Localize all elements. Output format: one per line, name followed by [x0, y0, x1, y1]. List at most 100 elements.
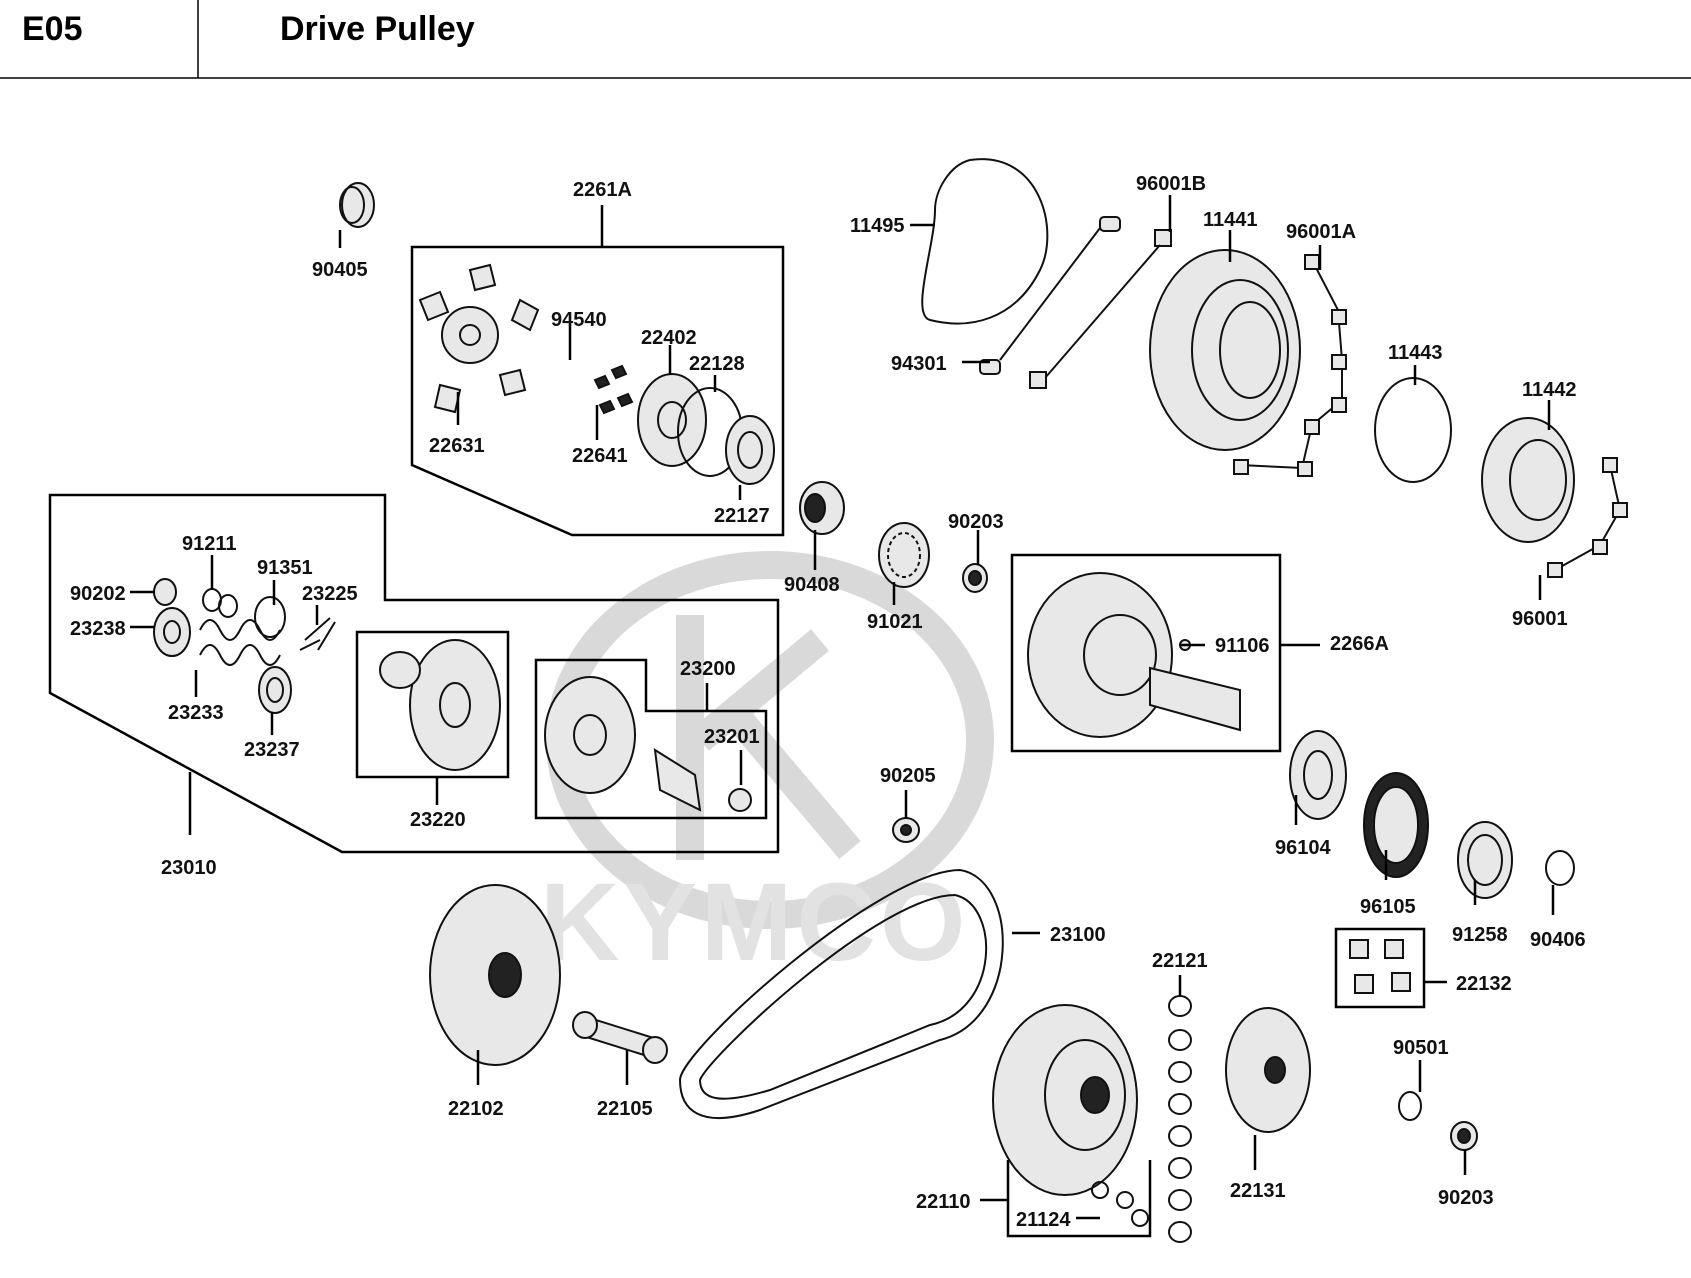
page-header: E05 Drive Pulley [0, 0, 1691, 79]
label-22131: 22131 [1230, 1180, 1286, 1202]
part-23233-spring [199, 619, 281, 666]
label-22127: 22127 [714, 505, 770, 527]
label-11443: 11443 [1388, 342, 1443, 364]
part-22105-collar [572, 1011, 668, 1064]
part-22402 [637, 373, 707, 467]
label-90408: 90408 [784, 574, 840, 596]
label-94301: 94301 [891, 353, 947, 375]
label-2261a: 2261A [573, 179, 632, 201]
part-90202 [153, 578, 177, 606]
part-23100-belt [678, 868, 1004, 1119]
label-90501: 90501 [1393, 1037, 1449, 1059]
label-23100: 23100 [1050, 924, 1106, 946]
label-22121: 22121 [1152, 950, 1208, 972]
label-94540: 94540 [551, 309, 607, 331]
part-90203-nut-b [1450, 1121, 1478, 1151]
label-91351: 91351 [257, 557, 313, 579]
part-94301-dowel [979, 216, 1121, 375]
label-91211: 91211 [182, 533, 237, 555]
part-22102-fixed-sheave [429, 884, 561, 1066]
label-96001b: 96001B [1136, 173, 1206, 195]
part-90408 [799, 481, 845, 535]
part-91211 [202, 588, 238, 618]
label-11442: 11442 [1522, 379, 1577, 401]
part-91258-seal [1457, 821, 1513, 899]
part-23201 [728, 788, 752, 812]
label-11441: 11441 [1203, 209, 1258, 231]
group-box-2261a [410, 245, 785, 537]
label-91106: 91106 [1215, 635, 1270, 657]
label-90405: 90405 [312, 259, 368, 281]
label-91021: 91021 [867, 611, 923, 633]
part-90203-nut-a [962, 563, 988, 593]
part-90406 [1545, 850, 1575, 886]
label-96104: 96104 [1275, 837, 1331, 859]
group-box-23200 [534, 658, 768, 820]
label-2266a: 2266A [1330, 633, 1389, 655]
part-labels: 90405 2261A 94540 22402 22128 22631 2264… [70, 173, 1586, 1231]
part-11443-gasket [1374, 377, 1452, 483]
part-23200-plate [544, 676, 702, 812]
label-23201: 23201 [704, 726, 760, 748]
label-23220: 23220 [410, 809, 466, 831]
part-23237 [258, 666, 292, 714]
label-91258: 91258 [1452, 924, 1508, 946]
part-22121-rollers [1168, 995, 1192, 1243]
label-11495: 11495 [850, 215, 905, 237]
part-22127 [725, 415, 775, 485]
label-22105: 22105 [597, 1098, 653, 1120]
label-23238: 23238 [70, 618, 126, 640]
label-90203-b: 90203 [1438, 1187, 1494, 1209]
part-96001a-bolts [1233, 254, 1347, 477]
part-90501-washer [1398, 1091, 1422, 1121]
label-23237: 23237 [244, 739, 300, 761]
label-22132: 22132 [1456, 973, 1512, 995]
label-22631: 22631 [429, 435, 485, 457]
part-90205-nut [892, 817, 920, 843]
part-96104-bearing [1289, 730, 1347, 820]
section-code: E05 [22, 10, 83, 48]
part-22132-sliders [1349, 939, 1411, 994]
part-11442-cover [1481, 417, 1575, 543]
part-weights-22631 [418, 263, 540, 414]
part-96001-bolts [1547, 457, 1628, 578]
label-22402: 22402 [641, 327, 697, 349]
part-23225 [299, 617, 336, 651]
part-91021-bearing [878, 522, 930, 588]
group-box-22132 [1334, 927, 1426, 1009]
label-96001: 96001 [1512, 608, 1568, 630]
watermark-text: KYMCO [540, 861, 969, 984]
label-21124: 21124 [1016, 1209, 1071, 1231]
label-22102: 22102 [448, 1098, 504, 1120]
group-box-23010 [48, 493, 780, 854]
part-23238 [153, 607, 191, 657]
label-22641: 22641 [572, 445, 628, 467]
group-box-2266a [1010, 553, 1282, 753]
label-90205: 90205 [880, 765, 936, 787]
part-21124 [1091, 1181, 1149, 1227]
part-11441-cover [1149, 249, 1301, 451]
part-23220-sheave [379, 639, 501, 771]
part-22131-ramp-plate [1225, 1007, 1311, 1133]
label-90203-a: 90203 [948, 511, 1004, 533]
leader-lines [130, 195, 1555, 1220]
label-23010: 23010 [161, 857, 217, 879]
part-90405 [339, 182, 375, 228]
label-96105: 96105 [1360, 896, 1416, 918]
label-90202: 90202 [70, 583, 126, 605]
label-23200: 23200 [680, 658, 736, 680]
part-sliders-22641 [593, 364, 634, 415]
page-title: Drive Pulley [280, 10, 475, 48]
label-23233: 23233 [168, 702, 224, 724]
label-96001a: 96001A [1286, 221, 1356, 243]
label-22110: 22110 [916, 1191, 971, 1213]
part-2266a-housing [1027, 572, 1241, 738]
part-22110-movable-sheave [992, 1004, 1138, 1196]
part-96105-bearing [1363, 772, 1429, 878]
part-96001b-bolts [1029, 229, 1172, 389]
group-box-23220 [355, 630, 510, 779]
label-22128: 22128 [689, 353, 745, 375]
label-90406: 90406 [1530, 929, 1586, 951]
part-11495-gasket [921, 158, 1049, 325]
